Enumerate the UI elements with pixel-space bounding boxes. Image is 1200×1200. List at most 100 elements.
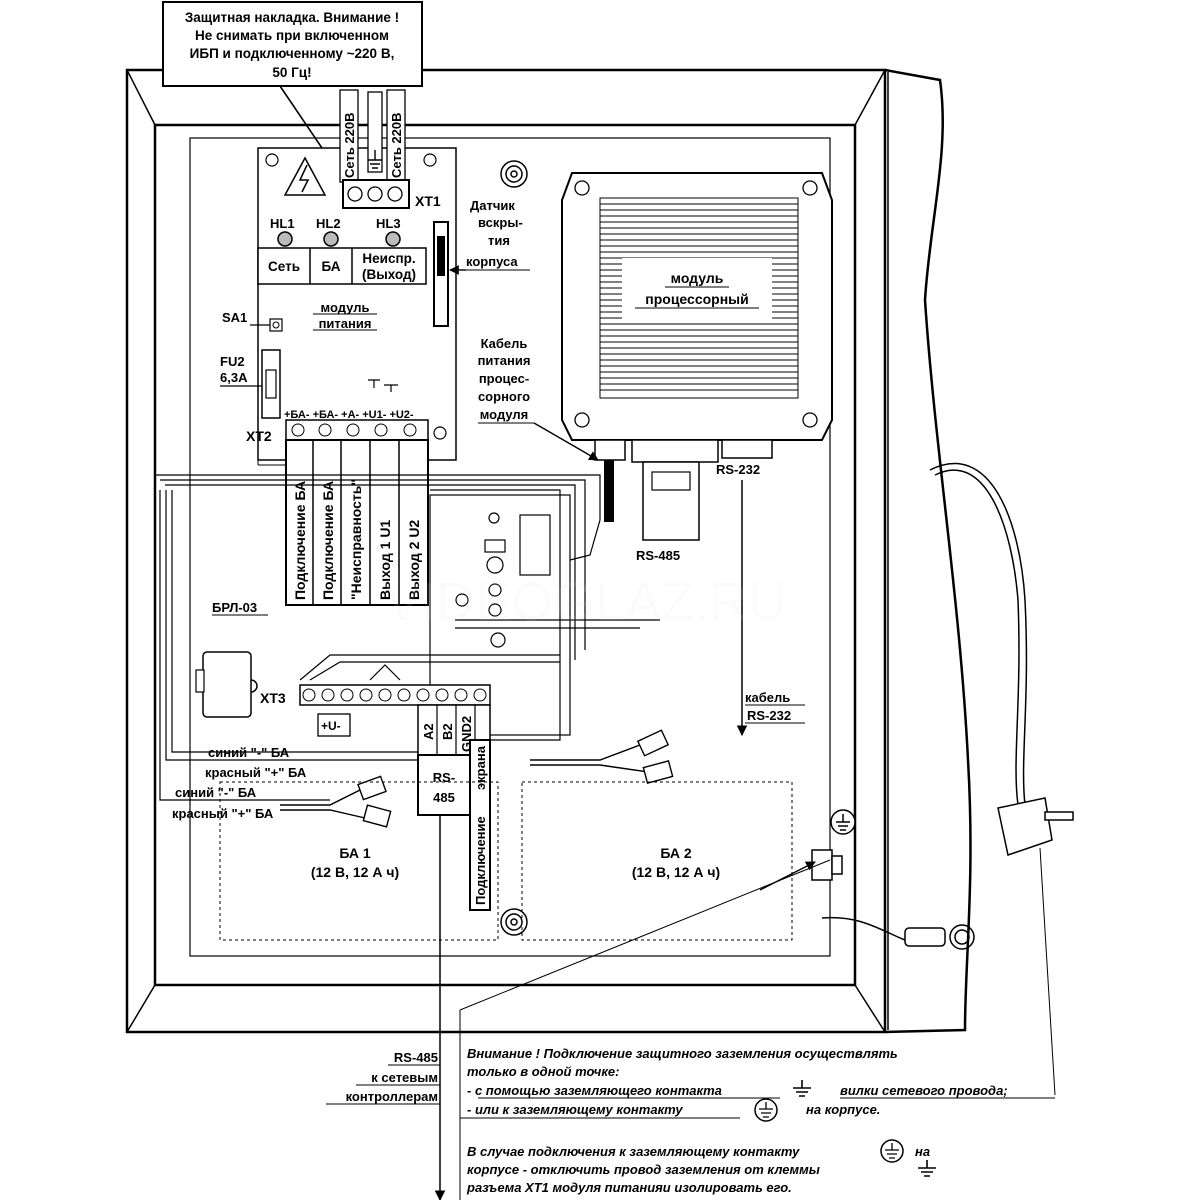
tamper-switch: Датчик вскры- тия корпуса [433,198,530,327]
xt3-pin [397,688,411,702]
svg-text:A2: A2 [421,723,436,740]
xt3-pin [473,688,487,702]
svg-text:контроллерам: контроллерам [346,1089,438,1104]
sa1-label: SA1 [222,310,247,325]
brl-board [155,474,660,801]
xt3-pin [378,688,392,702]
svg-text:экрана: экрана [473,745,488,790]
relay-box [195,651,258,718]
svg-text:только в одной точке:: только в одной точке: [467,1064,619,1079]
wire-label-red-1: красный "+" БА [205,765,307,780]
svg-text:Внимание ! Подключение защитно: Внимание ! Подключение защитного заземле… [467,1046,898,1061]
svg-text:6,3А: 6,3А [220,370,248,385]
battery-2: БА 2 (12 В, 12 А ч) [521,781,793,941]
ground-icon [918,1160,936,1177]
xt3-pin [435,688,449,702]
svg-text:Неиспр.: Неиспр. [362,251,415,266]
wire-label-red-2: красный "+" БА [172,806,274,821]
svg-text:тия: тия [488,233,510,248]
sa1-switch [269,318,283,332]
svg-text:модуля: модуля [480,407,529,422]
svg-text:модуль: модуль [671,270,724,286]
wire-label-blue-1: синий "-" БА [208,745,290,760]
svg-text:RS-: RS- [433,770,455,785]
processor-module: модуль процессорный [561,172,833,541]
svg-text:В случае подключения к заземля: В случае подключения к заземляющему конт… [467,1144,800,1159]
svg-text:Выход 2 U2: Выход 2 U2 [406,520,422,600]
svg-text:процессорный: процессорный [645,291,748,307]
svg-text:RS-485: RS-485 [394,1050,438,1065]
xt3-pin [302,688,316,702]
svg-text:на корпусе.: на корпусе. [806,1102,880,1117]
xt2-terminal-labels: +БА- +БА- +А- +U1- +U2- [284,409,414,421]
battery-1: БА 1 (12 В, 12 А ч) [219,781,499,941]
wire-label-blue-2: синий "-" БА [175,785,257,800]
xt3-terminal-block: XT3 +U- A2 B2 GND2 RS- 485 Подключение э… [260,684,491,911]
svg-text:к сетевым: к сетевым [371,1070,438,1085]
svg-text:Подключение БА: Подключение БА [320,481,336,600]
svg-text:Сеть 220В: Сеть 220В [389,113,404,179]
svg-text:вилки сетевого провода;: вилки сетевого провода; [840,1083,1008,1098]
svg-text:вскры-: вскры- [478,215,523,230]
svg-text:(12 В, 12 А ч): (12 В, 12 А ч) [311,864,399,880]
ground-contact-icon [754,1098,778,1122]
svg-text:(12 В, 12 А ч): (12 В, 12 А ч) [632,864,720,880]
svg-text:B2: B2 [440,723,455,740]
hl2-led [323,231,339,247]
svg-text:питания: питания [478,353,531,368]
svg-text:БА 2: БА 2 [660,845,692,861]
svg-text:485: 485 [433,790,455,805]
xt1-label: XT1 [415,193,441,209]
rs485-label: RS-485 [636,548,680,563]
svg-text:Не снимать при включенном: Не снимать при включенном [195,28,389,43]
svg-text:Кабель: Кабель [481,336,528,351]
xt2-terminal-block [285,419,429,441]
svg-text:Сеть: Сеть [268,259,300,274]
warning-box: Защитная накладка. Внимание ! Не снимать… [162,1,423,183]
svg-text:- или к заземляющему контакту: - или к заземляющему контакту [467,1102,683,1117]
svg-text:Подключение: Подключение [473,816,488,905]
svg-text:БА: БА [322,259,341,274]
svg-text:Датчик: Датчик [470,198,515,213]
disconnect-note: В случае подключения к заземляющему конт… [466,1139,936,1195]
xt3-pin [454,688,468,702]
svg-text:Подключение БА: Подключение БА [292,481,308,600]
xt3-pin [340,688,354,702]
hl3-label: HL3 [376,216,401,231]
watermark: VIDEOGLAZ.RU [385,572,787,632]
svg-text:RS-232: RS-232 [747,708,791,723]
svg-text:питания: питания [319,316,372,331]
hl2-label: HL2 [316,216,341,231]
ground-icon [368,150,382,169]
ground-icon [793,1080,811,1097]
svg-text:"Неисправность": "Неисправность" [348,479,364,600]
xt3-pin [359,688,373,702]
rs232-label: RS-232 [716,462,760,477]
svg-text:FU2: FU2 [220,354,245,369]
power-module-board: Сеть 220В Сеть 220В XT1 HL1 HL2 HL3 Сеть… [220,89,457,606]
xt2-label: XT2 [246,428,272,444]
power-cord [929,462,1074,1096]
xt3-label: XT3 [260,690,286,706]
xt3-pin [321,688,335,702]
door-ground-wire [821,916,975,950]
cabinet-housing [125,68,972,1034]
grounding-note: Внимание ! Подключение защитного заземле… [460,1046,1055,1122]
xt2-columns: Подключение БА Подключение БА "Неисправн… [285,439,429,606]
svg-text:сорного: сорного [478,389,530,404]
svg-text:Выход 1 U1: Выход 1 U1 [377,520,393,600]
svg-text:модуль: модуль [321,300,370,315]
high-voltage-icon [283,156,327,196]
svg-text:корпусе - отключить провод заз: корпусе - отключить провод заземления от… [467,1162,820,1177]
indicator-panel: Сеть БА Неиспр. (Выход) [257,247,427,285]
svg-text:+U-: +U- [321,719,341,733]
hl3-led [385,231,401,247]
rs485-output-label: RS-485 к сетевым контроллерам [326,1050,440,1105]
svg-text:- с помощью заземляющего конта: - с помощью заземляющего контакта [467,1083,722,1098]
housing-ground-stud [811,809,856,881]
svg-text:ИБП и подключенному ~220 В,: ИБП и подключенному ~220 В, [190,46,395,61]
hl1-led [277,231,293,247]
brl-label: БРЛ-03 [212,600,257,615]
svg-text:Защитная накладка. Внимание !: Защитная накладка. Внимание ! [185,10,399,25]
